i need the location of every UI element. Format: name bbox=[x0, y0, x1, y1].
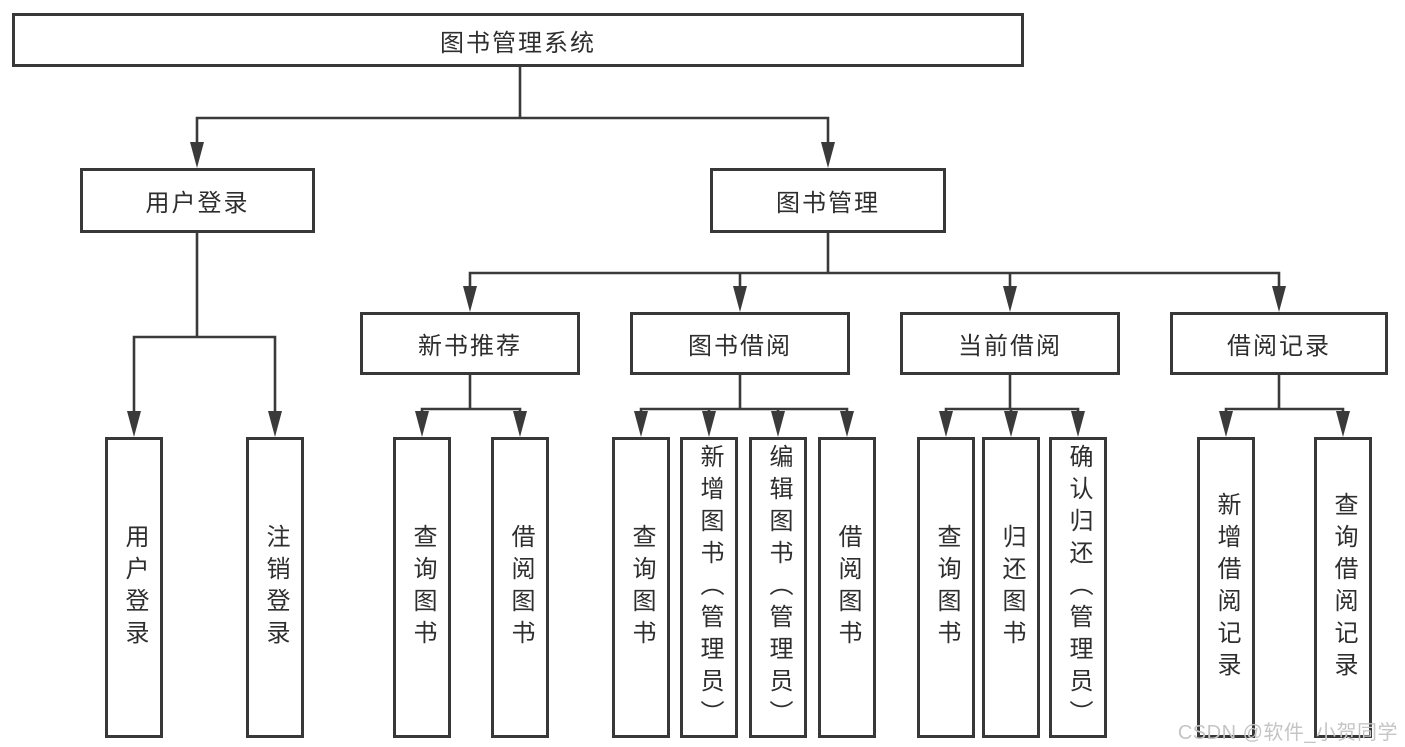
node-new-book-recommend-label: 新书推荐 bbox=[418, 333, 522, 360]
leaf-borrow-books-label: 借阅图书 bbox=[834, 523, 861, 652]
leaf-return-books-label: 归还图书 bbox=[998, 523, 1025, 652]
connector-login-to-leaves bbox=[127, 231, 282, 437]
connector-current-to-leaves bbox=[939, 373, 1085, 437]
csdn-watermark: CSDN @软件_小贺同学 bbox=[1177, 722, 1398, 744]
leaf-borrow-query-books-label: 查询图书 bbox=[628, 523, 655, 652]
node-user-login: 用户登录 bbox=[80, 168, 315, 233]
connector-recommend-to-leaves bbox=[415, 373, 527, 437]
leaf-recommend-borrow-books: 借阅图书 bbox=[491, 437, 549, 738]
leaf-add-borrow-record: 新增借阅记录 bbox=[1197, 437, 1255, 738]
leaf-confirm-return-admin: 确认归还（管理员） bbox=[1049, 437, 1107, 738]
leaf-recommend-query-books-label: 查询图书 bbox=[409, 523, 436, 652]
node-new-book-recommend: 新书推荐 bbox=[360, 312, 580, 375]
leaf-edit-books-admin: 编辑图书（管理员） bbox=[749, 437, 807, 738]
node-book-borrow: 图书借阅 bbox=[630, 312, 850, 375]
node-book-management: 图书管理 bbox=[710, 168, 946, 233]
leaf-add-books-admin-label: 新增图书（管理员） bbox=[696, 443, 723, 732]
node-user-login-label: 用户登录 bbox=[145, 190, 250, 217]
node-library-system: 图书管理系统 bbox=[12, 13, 1024, 67]
leaf-borrow-books: 借阅图书 bbox=[818, 437, 876, 738]
leaf-confirm-return-admin-label: 确认归还（管理员） bbox=[1065, 443, 1092, 732]
node-borrow-records: 借阅记录 bbox=[1170, 312, 1388, 375]
connector-root-to-level2 bbox=[190, 65, 835, 168]
node-borrow-records-label: 借阅记录 bbox=[1227, 333, 1331, 360]
node-library-system-label: 图书管理系统 bbox=[440, 29, 596, 57]
leaf-add-borrow-record-label: 新增借阅记录 bbox=[1213, 491, 1240, 684]
node-current-borrow-label: 当前借阅 bbox=[958, 333, 1062, 360]
leaf-recommend-borrow-books-label: 借阅图书 bbox=[507, 523, 534, 652]
leaf-recommend-query-books: 查询图书 bbox=[393, 437, 451, 738]
node-book-borrow-label: 图书借阅 bbox=[688, 333, 792, 360]
connector-management-to-level3 bbox=[463, 231, 1286, 312]
leaf-current-query-books: 查询图书 bbox=[917, 437, 975, 738]
leaf-query-borrow-record-label: 查询借阅记录 bbox=[1330, 491, 1357, 684]
leaf-user-login-label: 用户登录 bbox=[121, 523, 148, 652]
leaf-user-login: 用户登录 bbox=[105, 437, 163, 738]
leaf-logout: 注销登录 bbox=[246, 437, 304, 738]
connector-borrow-to-leaves bbox=[634, 373, 854, 437]
node-current-borrow: 当前借阅 bbox=[900, 312, 1120, 375]
connector-records-to-leaves bbox=[1219, 373, 1350, 437]
leaf-return-books: 归还图书 bbox=[982, 437, 1040, 738]
leaf-add-books-admin: 新增图书（管理员） bbox=[680, 437, 738, 738]
leaf-edit-books-admin-label: 编辑图书（管理员） bbox=[765, 443, 792, 732]
leaf-logout-label: 注销登录 bbox=[262, 523, 289, 652]
leaf-current-query-books-label: 查询图书 bbox=[933, 523, 960, 652]
leaf-query-borrow-record: 查询借阅记录 bbox=[1314, 437, 1372, 738]
leaf-borrow-query-books: 查询图书 bbox=[612, 437, 670, 738]
node-book-management-label: 图书管理 bbox=[776, 190, 880, 217]
